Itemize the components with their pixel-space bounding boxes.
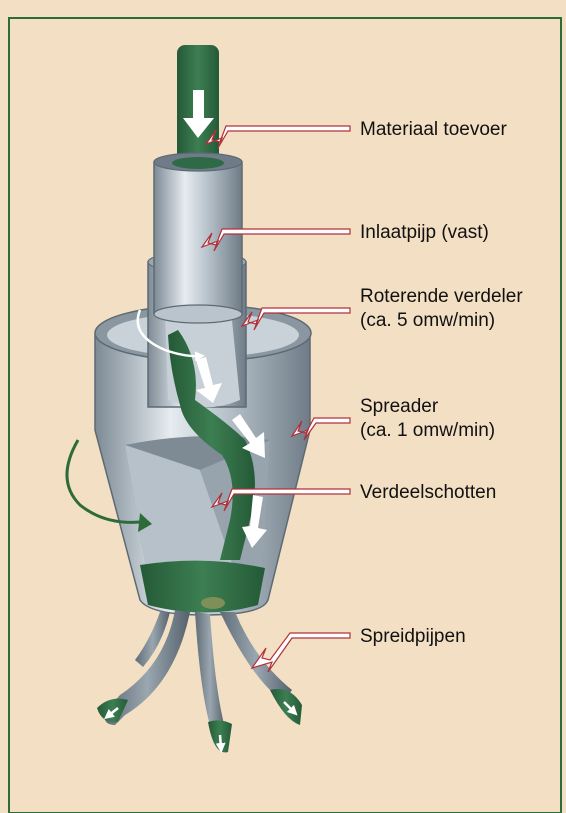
label-rotating-distributor-speed: (ca. 5 omw/min) [360,310,495,331]
label-spread-pipes: Spreidpijpen [360,626,466,647]
label-baffles: Verdeelschotten [360,482,496,503]
label-spreader-speed: (ca. 1 omw/min) [360,420,495,441]
outlet-arrow-icon [220,735,221,748]
label-rotating-distributor: Roterende verdeler [360,286,523,307]
inlet-pipe [154,153,242,323]
label-spreader: Spreader [360,396,439,417]
label-inlet-pipe: Inlaatpijp (vast) [360,222,489,243]
label-material-feed: Materiaal toevoer [360,119,507,140]
